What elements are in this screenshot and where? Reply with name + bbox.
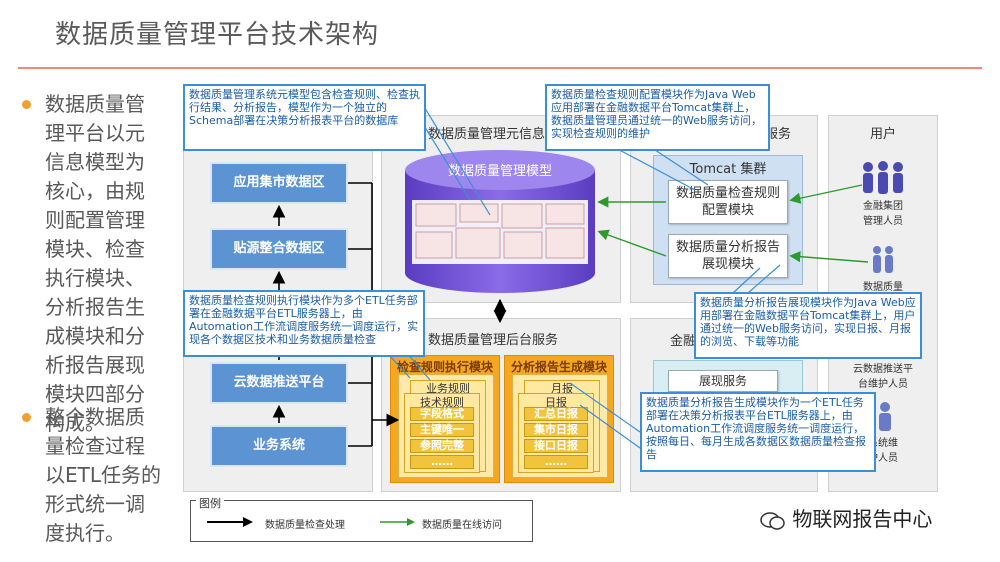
rule-item: 字段格式: [410, 407, 474, 421]
day-report-title: 日报: [545, 396, 567, 409]
callout-rule-exec: 数据质量检查规则执行模块作为多个ETL任务部署在金融数据平台ETL服务器上，由A…: [183, 290, 425, 357]
bullet-1-line: 模块、检查: [45, 237, 145, 261]
exec-module-title: 检查规则执行模块: [396, 360, 493, 374]
bullet-2: 整个数据质 量检查过程 以ETL任务的 形式统一调 度执行。: [22, 403, 172, 548]
user-label-quality: 数据质量: [863, 282, 903, 293]
tech-rule-title: 技术规则: [420, 396, 464, 409]
users-title: 用户: [870, 127, 897, 142]
report-item: 汇总日报: [524, 407, 588, 421]
bullet-1-line: 理平台以元: [45, 121, 145, 145]
web-service-title: 服务: [765, 127, 792, 142]
watermark: 物联网报告中心: [760, 503, 932, 532]
tomcat-title: Tomcat 集群: [689, 162, 767, 177]
legend-black-label: 数据质量检查处理: [265, 520, 345, 531]
user-label-finance: 金融集团 管理人员: [863, 201, 903, 227]
callout-rule-config: 数据质量检查规则配置模块作为Java Web应用部署在金融数据平台Tomcat集…: [545, 84, 770, 151]
bullet-2-line: 形式统一调: [45, 492, 145, 516]
callout-report-display: 数据质量分析报告展现模块作为Java Web应用部署在金融数据平台Tomcat集…: [694, 292, 922, 359]
bullet-1-line: 执行模块、: [45, 266, 145, 290]
report-item: 接口日报: [524, 439, 588, 453]
wechat-icon: [760, 511, 786, 531]
bullet-1-line: 成模块和分: [45, 324, 145, 348]
bullet-1-line: 核心，由规: [45, 179, 145, 203]
title-divider: [18, 67, 982, 69]
rule-item: 主键唯一: [410, 423, 474, 437]
bullet-1-line: 数据质量管: [45, 92, 145, 116]
report-display-module: 数据质量分析报告 展现模块: [668, 234, 788, 278]
bullet-2-line: 度执行。: [45, 521, 125, 545]
bullet-2-line: 以ETL任务的: [45, 463, 161, 487]
zone-source-integration: 贴源整合数据区: [210, 228, 348, 270]
business-rule-title: 业务规则: [426, 382, 470, 395]
quality-model-cylinder: [405, 150, 595, 293]
rule-item: ……: [410, 455, 474, 469]
zone-business-system: 业务系统: [210, 425, 348, 467]
user-pair-icon: [873, 246, 893, 273]
callout-meta-model: 数据质量管理系统元模型包含检查规则、检查执行结果、分析报告，模型作为一个独立的S…: [183, 84, 426, 151]
bullet-dot: [22, 100, 31, 109]
page-title: 数据质量管理平台技术架构: [55, 20, 380, 50]
bullet-1-line: 析报告展现: [45, 353, 145, 377]
user-maintainer-icon: [879, 402, 891, 431]
backend-title: 数据质量管理后台服务: [428, 333, 559, 348]
legend-arrows: [207, 517, 415, 527]
bullet-1-line: 分析报告生: [45, 295, 145, 319]
bullet-1: 数据质量管 理平台以元 信息模型为 核心，由规 则配置管理 模块、检查 执行模块…: [22, 90, 172, 438]
rule-item: 参照完整: [410, 439, 474, 453]
model-label: 数据质量管理模型: [447, 164, 552, 179]
report-item: 集市日报: [524, 423, 588, 437]
meta-panel-title: 数据质量管理元信息: [428, 127, 546, 142]
watermark-text: 物联网报告中心: [792, 507, 933, 531]
user-label-cloud: 云数据推送平 台维护人员: [853, 364, 913, 390]
rule-config-module: 数据质量检查规则 配置模块: [668, 180, 788, 224]
bullet-1-line: 信息模型为: [45, 150, 145, 174]
callout-report-gen: 数据质量分析报告生成模块作为一个ETL任务部署在决策分析报表平台ETL服务器上，…: [640, 392, 876, 472]
bullet-2-line: 整个数据质: [45, 405, 145, 429]
user-group-icon: [863, 161, 903, 194]
bullet-1-line: 模块四部分: [45, 382, 145, 406]
bullet-2-line: 量检查过程: [45, 434, 145, 458]
user-label-system: 系统维 护人员: [868, 438, 898, 464]
bullet-1-line: 则配置管理: [45, 208, 145, 232]
report-module-title: 分析报告生成模块: [510, 360, 607, 374]
bullet-1-line: 构成。: [45, 411, 105, 435]
report-item: ……: [524, 455, 588, 469]
zone-app-mart: 应用集市数据区: [210, 162, 348, 204]
month-report-title: 月报: [551, 382, 573, 395]
legend-green-label: 数据质量在线访问: [422, 520, 502, 531]
display-service: 展现服务: [668, 370, 778, 392]
finance-title: 金融: [670, 334, 697, 349]
bullet-dot: [22, 413, 31, 422]
zone-cloud-push: 云数据推送平台: [210, 362, 348, 404]
legend-title: 图例: [196, 495, 224, 511]
